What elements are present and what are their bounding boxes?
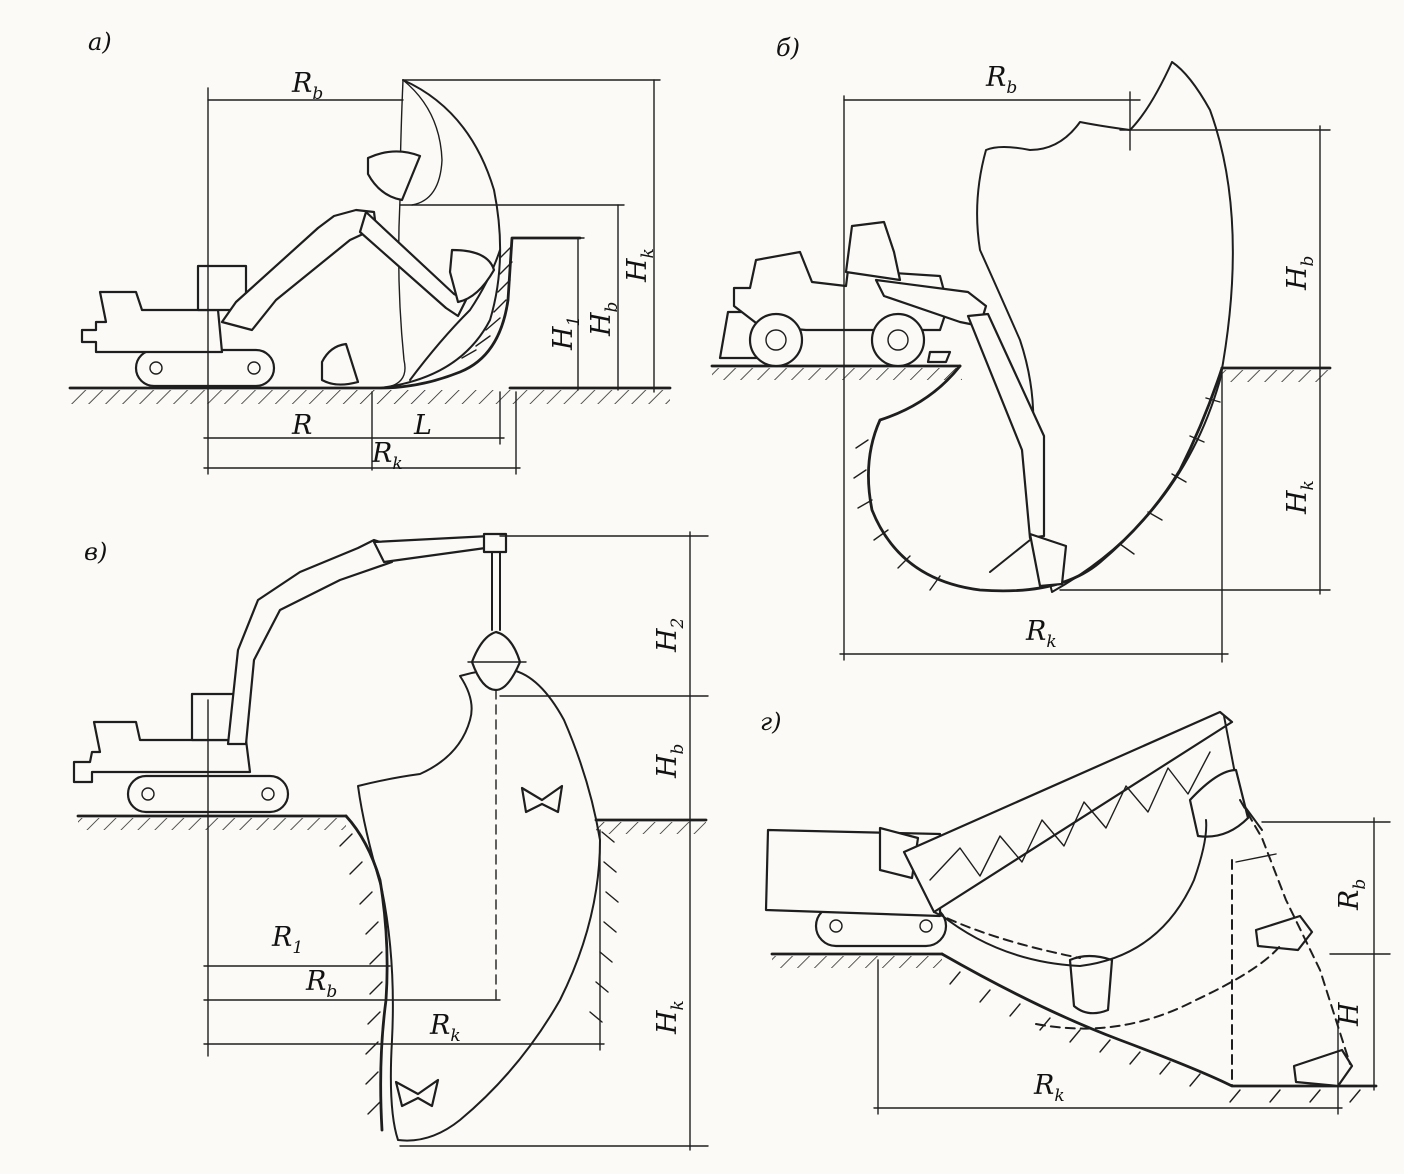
panel-b-ground bbox=[710, 364, 1332, 382]
panel-b-working-envelope bbox=[976, 61, 1234, 593]
panel-a-crawler-track bbox=[134, 348, 276, 388]
panel-a-label-hb: Hb bbox=[586, 302, 622, 337]
panel-v-label-rb: Rb bbox=[305, 966, 337, 1002]
panel-b: б) bbox=[710, 34, 1332, 663]
panel-g-bucket-top bbox=[1188, 768, 1250, 838]
panel-g-label-rk: Rk bbox=[1033, 1070, 1065, 1106]
panel-b-bucket bbox=[1028, 532, 1068, 588]
panel-v-ground bbox=[76, 814, 708, 834]
panel-a-bucket-bottom bbox=[320, 342, 360, 386]
panel-a-label-hk: Hk bbox=[622, 248, 658, 283]
panel-b-wheel-rear bbox=[870, 312, 926, 368]
panel-v-label-hk: Hk bbox=[652, 1000, 688, 1035]
panel-b-outrigger bbox=[926, 350, 952, 364]
panel-g-rope-low bbox=[933, 911, 1081, 959]
panel-a-label-r: R bbox=[291, 410, 312, 441]
panel-v-stick bbox=[372, 534, 502, 564]
panel-g: г) bbox=[760, 708, 1391, 1115]
panel-v-excavator bbox=[72, 532, 527, 814]
panel-a-dimensions bbox=[203, 79, 661, 475]
panel-b-cab bbox=[844, 220, 902, 282]
panel-a-label-l: L bbox=[413, 410, 432, 441]
panel-b-label-hb: Hb bbox=[1282, 256, 1318, 291]
panel-v-grab-open-lower bbox=[394, 1078, 440, 1108]
panel-g-label-h: H bbox=[1334, 1002, 1365, 1027]
panel-v-grab-closed bbox=[470, 630, 522, 692]
panel-g-dragline bbox=[764, 710, 1354, 1088]
panel-b-label-hk: Hk bbox=[1282, 480, 1318, 515]
panel-g-ground bbox=[770, 952, 1378, 1103]
panel-a-tag: а) bbox=[88, 28, 112, 56]
panel-a-bucket-top bbox=[366, 150, 422, 202]
panel-v-working-envelope bbox=[357, 668, 601, 1142]
panel-a-machine-body bbox=[80, 290, 224, 354]
panel-v-grab-open-upper bbox=[520, 784, 564, 814]
panel-g-envelope-outer bbox=[1239, 799, 1351, 1065]
panel-a: а) bbox=[68, 28, 672, 475]
panel-a-label-rb: Rb bbox=[291, 68, 323, 104]
panel-g-dimensions bbox=[873, 817, 1391, 1115]
panel-b-label-rb: Rb bbox=[985, 62, 1017, 98]
panel-a-ground bbox=[68, 236, 672, 404]
panel-v-dimensions bbox=[203, 531, 709, 1151]
panel-g-cab bbox=[878, 826, 920, 880]
panel-g-working-envelope bbox=[939, 819, 1208, 967]
panel-a-stick bbox=[358, 210, 468, 318]
panel-g-drag-path bbox=[1035, 945, 1281, 1030]
panel-v: в) bbox=[72, 531, 709, 1151]
panel-a-bucket-front bbox=[448, 248, 496, 304]
panel-v-grab-head bbox=[482, 532, 508, 554]
panel-v-tag: в) bbox=[84, 538, 107, 566]
panel-v-label-rk: Rk bbox=[429, 1010, 461, 1046]
panel-g-bucket-low bbox=[1068, 954, 1114, 1015]
panel-a-boom bbox=[220, 208, 378, 332]
panel-b-tag: б) bbox=[776, 34, 800, 62]
panel-g-lattice-boom bbox=[902, 710, 1234, 914]
panel-b-dimensions bbox=[839, 91, 1331, 663]
panel-v-boom bbox=[226, 538, 394, 746]
panel-v-label-h2: H2 bbox=[652, 618, 688, 653]
panel-g-label-rb: Rb bbox=[1334, 879, 1370, 911]
panel-g-bucket-pit bbox=[1292, 1048, 1354, 1088]
panel-a-label-h1: H1 bbox=[548, 316, 584, 351]
panel-b-label-rk: Rk bbox=[1025, 616, 1057, 652]
panel-b-stick bbox=[966, 312, 1046, 540]
panel-v-machine-body bbox=[72, 720, 252, 784]
panel-b-wheel-front bbox=[748, 312, 804, 368]
panel-g-tag: г) bbox=[760, 708, 782, 736]
panel-b-excavator bbox=[718, 220, 1068, 588]
panel-g-bucket-mid bbox=[1254, 914, 1314, 952]
panel-v-label-r1: R1 bbox=[271, 922, 303, 958]
panel-a-excavator bbox=[80, 150, 496, 388]
panel-v-label-hb: Hb bbox=[652, 744, 688, 779]
panel-v-trench bbox=[339, 814, 619, 1132]
panel-a-label-rk: Rk bbox=[371, 438, 403, 474]
